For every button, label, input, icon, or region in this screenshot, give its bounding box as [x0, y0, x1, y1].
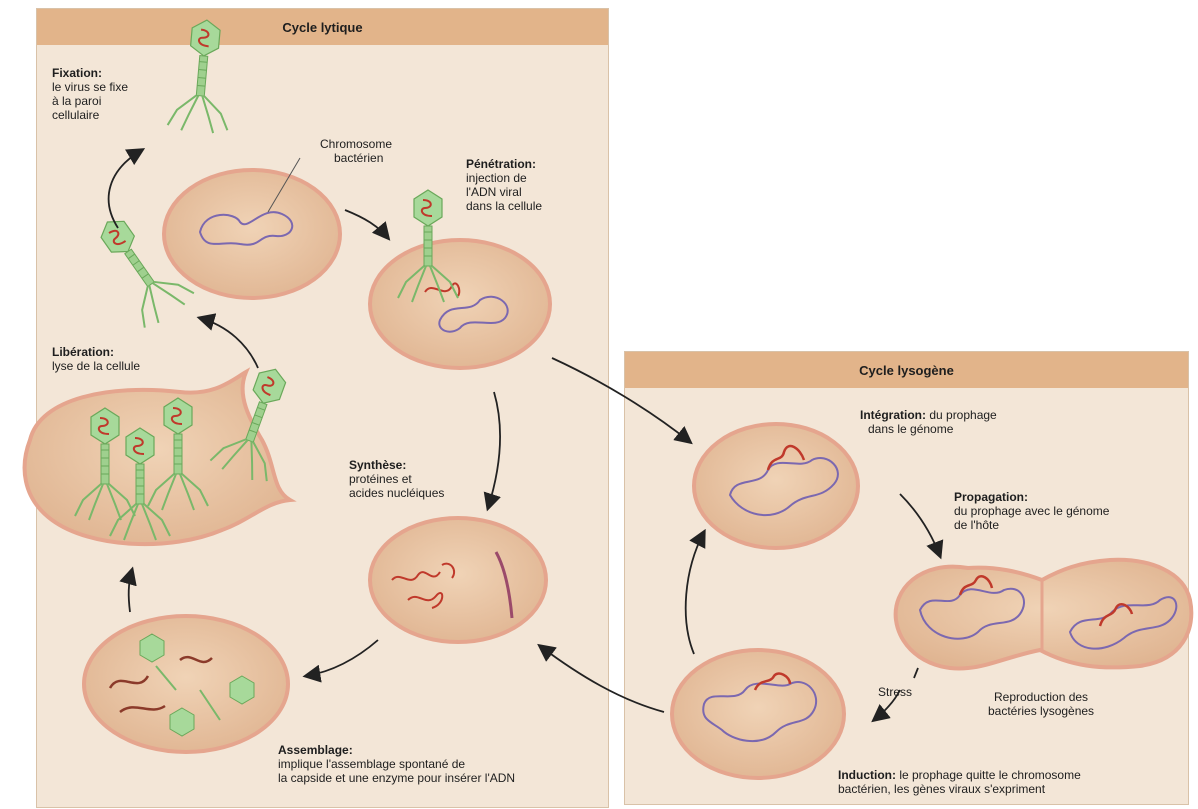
label-fixation: Fixation: le virus se fixe à la paroi ce… [52, 66, 128, 122]
bacterium-initial [164, 158, 340, 298]
label-penetration: Pénétration: injection de l'ADN viral da… [466, 157, 542, 213]
arrow-penetration-to-synthesis [488, 392, 500, 508]
arrow-integration-to-propagation [900, 494, 940, 556]
label-stress: Stress [878, 685, 912, 699]
label-reproduction: Reproduction des bactéries lysogènes [988, 690, 1094, 718]
bacterium-integration [694, 424, 858, 548]
arrow-induction-to-integration [686, 532, 704, 654]
arrow-release-to-fixation [109, 150, 142, 228]
arrow-induction-to-synthesis [540, 646, 664, 712]
arrow-lysis-to-release [200, 318, 258, 368]
bacterium-assembly [84, 616, 288, 752]
stress-tick [914, 668, 918, 678]
arrow-synthesis-to-assembly [306, 640, 378, 676]
label-synthese: Synthèse: protéines et acides nucléiques [349, 458, 444, 500]
arrow-penetration-to-integration [552, 358, 690, 442]
arrow-cell-to-penetration [345, 210, 388, 238]
label-liberation: Libération: lyse de la cellule [52, 345, 140, 373]
bacteria-dividing [896, 560, 1192, 669]
label-propagation: Propagation: du prophage avec le génome … [954, 490, 1109, 532]
label-chromosome: Chromosome bactérien [320, 137, 392, 165]
label-assemblage: Assemblage: implique l'assemblage sponta… [278, 743, 515, 785]
bacterium-penetration [370, 240, 550, 368]
bacterium-lysis [25, 372, 290, 544]
label-induction: Induction: le prophage quitte le chromos… [838, 768, 1081, 796]
label-integration: Intégration: du prophage dans le génome [860, 408, 997, 436]
phage-fixation-icon [167, 17, 237, 134]
bacterium-induction [672, 650, 844, 778]
arrow-assembly-to-lysis [129, 570, 132, 612]
bacterium-synthesis [370, 518, 546, 642]
